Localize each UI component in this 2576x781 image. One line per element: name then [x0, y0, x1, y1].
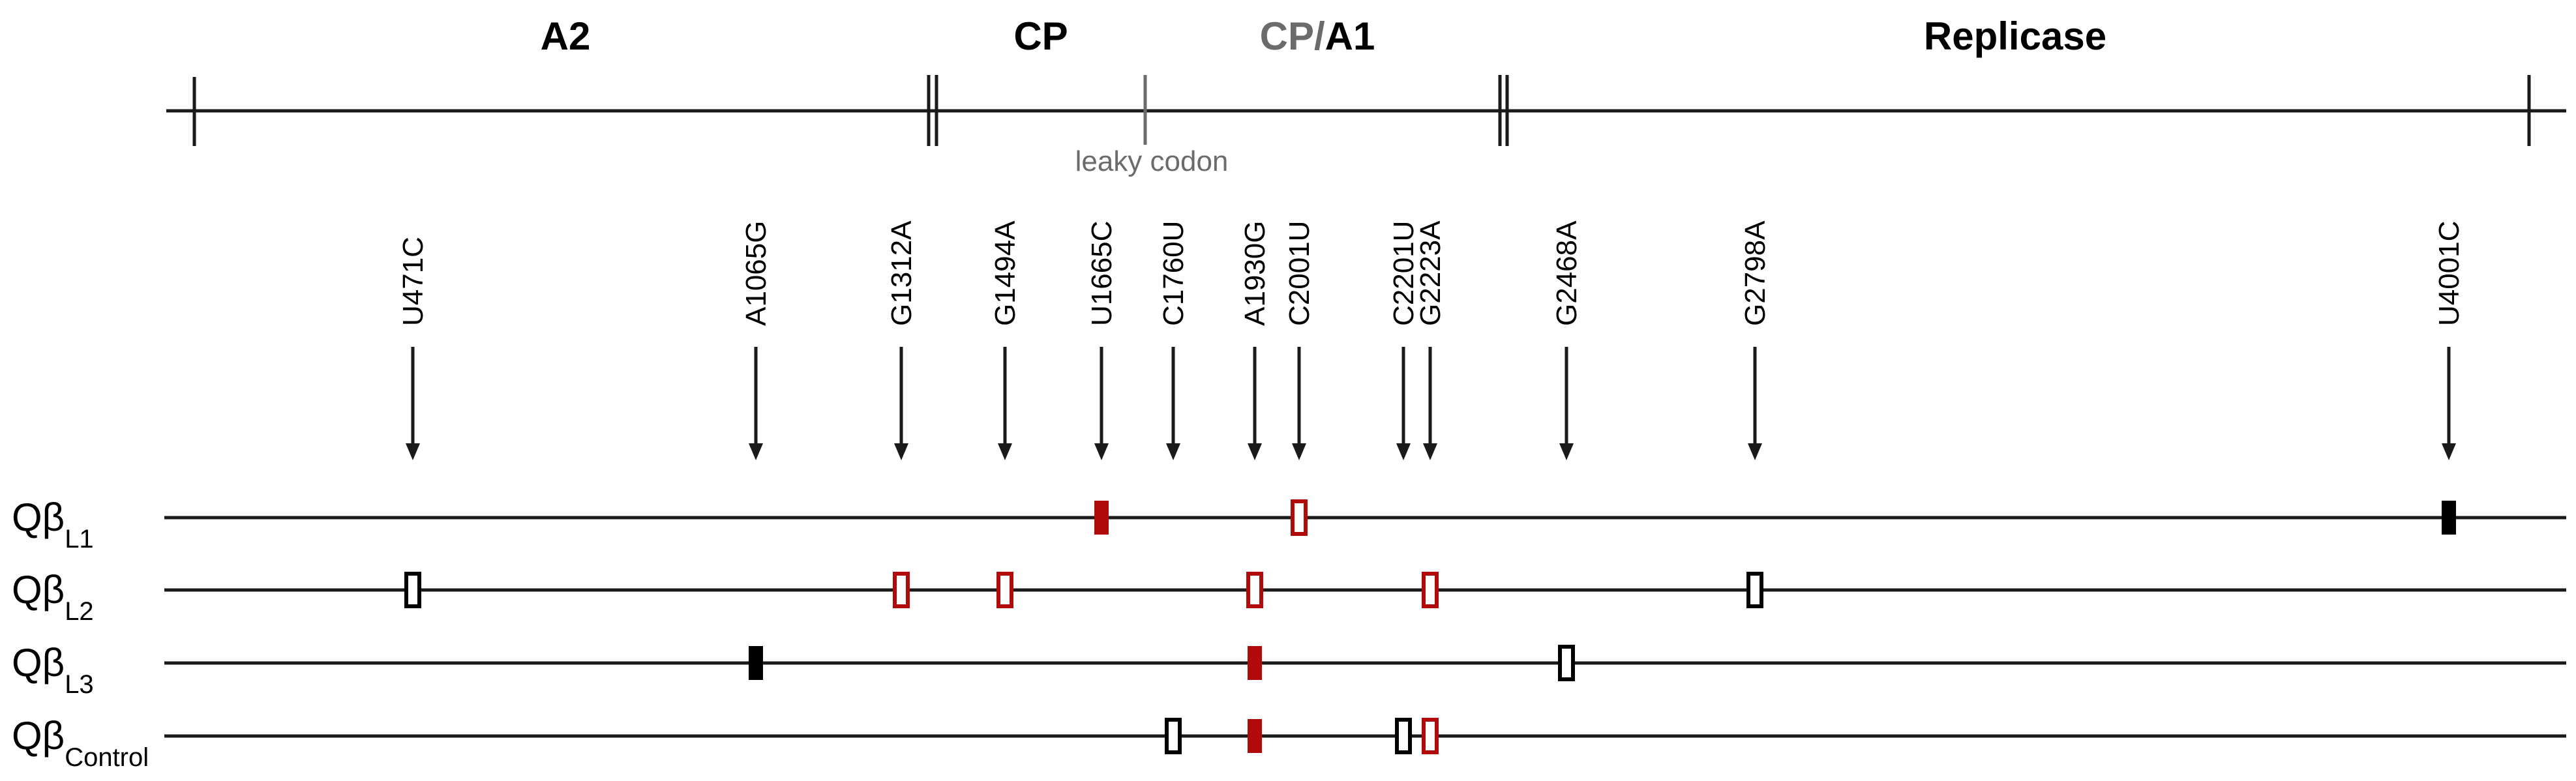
- mutation-label: C2201U: [1388, 221, 1420, 326]
- segment-label-replicase: Replicase: [1924, 14, 2106, 58]
- mutation-marker-open: [1165, 718, 1182, 754]
- lineage-label: QβL2: [12, 568, 94, 626]
- mutation-marker-open: [893, 572, 910, 608]
- mutation-marker-open: [404, 572, 421, 608]
- lineage-label-subscript: Control: [65, 743, 149, 772]
- mutation-label: C1760U: [1158, 221, 1190, 326]
- mutation-marker-open: [996, 572, 1013, 608]
- lineage-label-main: Qβ: [12, 714, 65, 758]
- lineage-label-subscript: L2: [65, 597, 94, 626]
- mutation-marker-filled: [1094, 501, 1109, 535]
- mutation-label: A1065G: [740, 221, 772, 326]
- mutation-label: G1494A: [989, 220, 1021, 326]
- mutation-label: G2798A: [1739, 220, 1771, 326]
- mutation-arrow-head: [894, 443, 908, 460]
- lineage-label-subscript: L3: [65, 670, 94, 699]
- mutation-arrow-head: [1748, 443, 1762, 460]
- mutation-arrow-head: [1396, 443, 1411, 460]
- mutation-arrow-head: [1559, 443, 1574, 460]
- lineage-label: QβL3: [12, 641, 94, 699]
- mutation-label: U4001C: [2433, 221, 2465, 326]
- mutation-marker-open: [1422, 718, 1439, 754]
- segment-label-part: CP: [1013, 14, 1068, 58]
- mutation-label: G1312A: [886, 220, 918, 326]
- mutation-label: A1930G: [1239, 221, 1271, 326]
- mutation-label: U1665C: [1086, 221, 1118, 326]
- mutation-label: U471C: [397, 237, 429, 326]
- lineage-row-l1: QβL1: [12, 495, 2566, 553]
- mutation-marker-filled: [2442, 501, 2456, 535]
- segment-label-a2: A2: [541, 14, 591, 58]
- lineage-label-main: Qβ: [12, 495, 65, 539]
- segment-label-part: A1: [1325, 14, 1375, 58]
- lineage-label: QβL1: [12, 495, 94, 553]
- mutation-arrow-head: [1094, 443, 1109, 460]
- mutation-marker-filled: [1248, 719, 1262, 753]
- mutation-arrow-head: [998, 443, 1012, 460]
- mutation-marker-open: [1558, 645, 1575, 681]
- lineage-row-l2: QβL2: [12, 568, 2566, 626]
- mutation-label: G2223A: [1415, 220, 1446, 326]
- mutation-arrow-head: [1292, 443, 1306, 460]
- leaky-codon-label: leaky codon: [1075, 145, 1229, 177]
- mutation-marker-open: [1246, 572, 1263, 608]
- segment-label-part: A2: [541, 14, 591, 58]
- segment-label-part: Replicase: [1924, 14, 2106, 58]
- mutation-arrow-head: [1423, 443, 1437, 460]
- mutation-marker-open: [1422, 572, 1439, 608]
- mutation-arrow-head: [406, 443, 420, 460]
- mutation-arrow-head: [1166, 443, 1180, 460]
- segment-label-part: CP/: [1260, 14, 1325, 58]
- lineage-row-l3: QβL3: [12, 641, 2566, 699]
- mutation-arrow-head: [1248, 443, 1262, 460]
- mutation-labels: U471C A1065G G1312A G1494A U1665C C1760U A1930…: [397, 220, 2465, 460]
- lineage-label-main: Qβ: [12, 568, 65, 612]
- lineage-label-subscript: L1: [65, 525, 94, 553]
- segment-label-cp-a1: CP/A1: [1260, 14, 1375, 58]
- mutation-marker-open: [1746, 572, 1763, 608]
- mutation-marker-filled: [1248, 646, 1262, 680]
- mutation-marker-filled: [749, 646, 763, 680]
- mutation-marker-open: [1291, 499, 1308, 536]
- mutation-label: C2001U: [1283, 221, 1315, 326]
- mutation-arrow-head: [749, 443, 763, 460]
- mutation-marker-open: [1395, 718, 1412, 754]
- lineage-label: QβControl: [12, 714, 149, 772]
- lineage-label-main: Qβ: [12, 641, 65, 685]
- lineage-row-control: QβControl: [12, 714, 2566, 772]
- mutation-arrow-head: [2442, 443, 2456, 460]
- segment-label-cp: CP: [1013, 14, 1068, 58]
- mutation-label: G2468A: [1551, 220, 1583, 326]
- genome-map: A2 CP CP/A1 Replicase leaky codon: [166, 14, 2566, 177]
